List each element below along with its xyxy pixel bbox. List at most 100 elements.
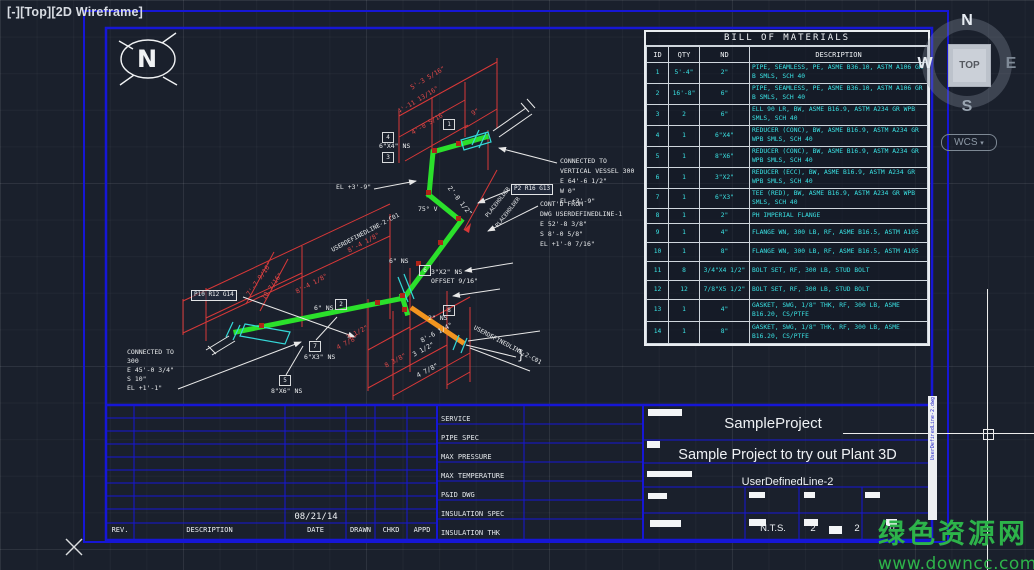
titleblock-bar [648,409,682,416]
drawing-annotation: W 0" [560,187,576,195]
drawing-annotation: 3"X2" NS [431,268,463,276]
titleblock-bar [865,492,880,498]
drawing-filename-strip: UserDefinedLine-2.dwg [928,396,937,520]
drawing-annotation: 2" NS [428,314,448,322]
spec-label: MAX PRESSURE [441,453,492,461]
wcs-dropdown[interactable]: WCS ▾ [941,134,997,151]
viewcube-east[interactable]: E [1005,55,1017,72]
bom-title: BILL OF MATERIALS [646,32,928,46]
north-arrow-letter: N [137,45,158,73]
bom-item-tag: 4 [382,132,394,143]
sheet-value-2: 2 [854,523,860,534]
dimension-lines [182,58,498,400]
drawing-annotation: CONT'D FROM [540,200,584,208]
flange-symbols [225,129,492,354]
project-description: Sample Project to try out Plant 3D [678,447,897,463]
spec-label: SERVICE [441,415,471,423]
rev-header: DATE [307,526,324,534]
weld-points [259,141,461,328]
drawing-annotation: E 45'-0 3/4" [127,366,174,374]
viewcube-south[interactable]: S [961,98,973,115]
viewcube[interactable]: TOP N W E S [917,12,1018,115]
drawing-annotation: 300 [127,357,139,365]
support-tag-highlighted: P2 R16 G13 [511,184,554,195]
spec-label: P&ID DWG [441,491,475,499]
bom-header: QTY [668,46,700,63]
titleblock-bar [886,519,897,526]
bom-item-tag: 7 [309,341,321,352]
titleblock-bar [804,519,818,526]
bom-item-tag: 1 [443,119,455,130]
drawing-annotation: E 52'-8 3/8" [540,220,587,228]
support-tag-highlighted: P10 R12 G14 [191,290,237,301]
titleblock-bar [647,441,660,448]
sheet-border [83,10,949,543]
viewport-controls[interactable]: [-][Top][2D Wireframe] [7,5,143,19]
drawing-annotation: CONNECTED TO [560,157,607,165]
drawing-annotation: DWG USERDEFINEDLINE-1 [540,210,623,218]
drawing-annotation: VERTICAL VESSEL 300 [560,167,635,175]
sheet-value-3: 0 [889,523,895,534]
drawing-annotation: EL +3'-9" [336,183,372,191]
viewcube-top-face[interactable]: TOP [948,44,991,87]
bom-header: ID [646,46,669,63]
drawing-annotation: E 64'-6 1/2" [560,177,607,185]
rev-header: DRAWN [349,526,372,534]
drawing-annotation: EL +3'-9" [560,197,596,205]
rev-header: APPD [413,526,431,534]
drawing-annotation: OFFSET 9/16" [431,277,478,285]
bom-header: ND [699,46,750,63]
drawing-annotation: S 10" [127,375,147,383]
drawing-annotation: 6"X4" NS [379,142,411,150]
watermark: 绿色资源网 www.downcc.com [878,512,1034,570]
crosshair-pickbox [983,429,994,440]
scale-value: N.T.S. [760,523,786,534]
spec-label: INSULATION SPEC [441,510,505,518]
viewcube-north[interactable]: N [961,12,973,29]
bom-item-tag: 2 [335,299,347,310]
leader-lines [177,98,558,390]
drawing-annotation: CONNECTED TO [127,348,174,356]
drawing-annotation: S 8'-0 5/8" [540,230,584,238]
watermark-url: www.downcc.com [878,554,1034,570]
pipe-run-branch [409,305,466,346]
bom-header: DESCRIPTION [749,46,928,63]
chevron-down-icon: ▾ [980,140,984,147]
titleblock-bar [749,492,765,498]
drawing-annotation: 6"X3" NS [304,353,336,361]
rev-header: DESCRIPTION [186,526,233,534]
viewcube-west[interactable]: W [917,55,933,72]
titleblock-bar [650,520,681,527]
ucs-cross-icon [65,538,83,556]
titleblock-bar [804,492,815,498]
drawing-annotation: EL +1'-0 7/16" [540,240,595,248]
bom-item-tag: 3 [382,152,394,163]
watermark-title: 绿色资源网 [878,519,1028,550]
drawing-annotation: 75° V [418,205,438,213]
titleblock-bar [648,493,667,499]
revision-date: 08/21/14 [294,512,338,522]
drawing-annotation: } [517,348,525,363]
bom-item-tag: 6 [419,265,431,276]
project-name: SampleProject [724,415,822,432]
spec-label: MAX TEMPERATURE [441,472,505,480]
spec-label: PIPE SPEC [441,434,479,442]
drawing-annotation: 6" NS [389,257,409,265]
titleblock-bar [829,526,842,534]
spec-label: INSULATION THK [441,529,501,537]
titleblock-bar [749,519,766,526]
